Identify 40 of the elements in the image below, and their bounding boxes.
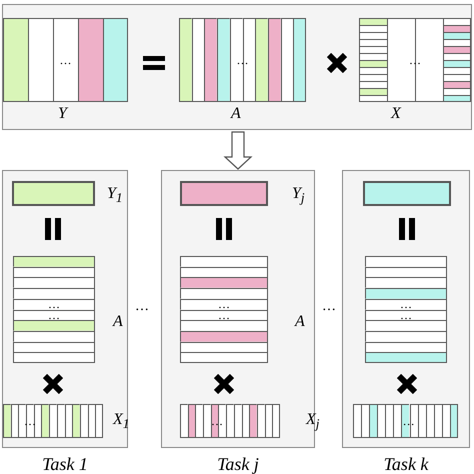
ellipsis: … <box>24 415 36 427</box>
matrix-grid <box>180 404 280 438</box>
panel-caption: Task 1 <box>42 455 88 473</box>
vector-bar <box>180 181 268 206</box>
vector-bar <box>363 181 451 206</box>
matrix-label: Y$_{j}$ <box>292 186 305 205</box>
ellipsis: … <box>409 54 421 66</box>
ellipsis: … <box>322 300 336 314</box>
ellipsis: … <box>48 308 60 321</box>
matrix-grid <box>359 18 471 102</box>
ellipsis: … <box>218 298 230 310</box>
matrix-grid <box>13 256 95 363</box>
panel-caption: Task k <box>384 455 428 473</box>
matrix-grid <box>3 18 128 102</box>
matrix-label: A <box>231 106 241 122</box>
vector-bar <box>12 181 95 206</box>
matrix-grid <box>179 18 306 102</box>
equation-panel <box>2 4 472 130</box>
matrix-grid <box>3 404 103 438</box>
panel-caption: Task j <box>217 455 259 473</box>
ellipsis: … <box>236 54 248 66</box>
ellipsis: … <box>48 298 60 310</box>
matrix-label: Y <box>58 106 67 122</box>
matrix-grid <box>353 404 458 438</box>
ellipsis: … <box>60 54 72 66</box>
matrix-grid <box>365 256 447 363</box>
matrix-label: X$_{1}$ <box>113 412 130 431</box>
matrix-label: A <box>113 314 123 330</box>
ellipsis: … <box>218 308 230 321</box>
ellipsis: … <box>400 298 412 310</box>
matrix-label: X$_{j}$ <box>306 412 320 431</box>
ellipsis: … <box>400 308 412 321</box>
matrix-label: A <box>295 314 305 330</box>
ellipsis: … <box>135 300 149 314</box>
hollow-arrow <box>223 131 253 170</box>
matrix-label: Y$_{1}$ <box>107 186 123 205</box>
matrix-grid <box>180 256 268 363</box>
ellipsis: … <box>211 415 223 427</box>
ellipsis: … <box>402 415 415 427</box>
matrix-label: X <box>391 106 401 122</box>
